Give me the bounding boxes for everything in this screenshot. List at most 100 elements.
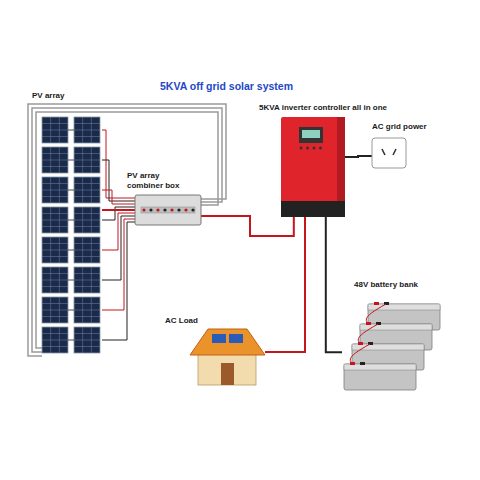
panel-grid (74, 303, 100, 304)
panel-grid (42, 303, 68, 304)
panel-grid (74, 340, 100, 341)
panel-grid (74, 250, 100, 251)
house-door (221, 363, 234, 385)
power-cable (102, 209, 135, 211)
solar-panel (42, 117, 68, 143)
solar-panel (42, 177, 68, 203)
outlet-slot (382, 149, 385, 155)
combiner-housing (135, 195, 201, 225)
terminal-dot (191, 208, 194, 211)
node-label: PV array combiner box (127, 171, 189, 190)
panel-link (68, 160, 74, 161)
panel-grid (74, 226, 100, 227)
panel-grid (74, 346, 100, 347)
shape-illustration (190, 325, 265, 385)
panel-link (68, 340, 74, 341)
solar-panel (42, 237, 68, 263)
battery-link (366, 304, 386, 323)
panel-grid (74, 213, 100, 214)
panel-grid (42, 273, 68, 274)
panel-link (68, 130, 74, 131)
panel-grid (42, 153, 68, 154)
panel-grid (42, 286, 68, 287)
panel-grid (42, 340, 68, 341)
panel-grid (42, 123, 68, 124)
inverter-button (319, 147, 322, 150)
display-screen (302, 130, 320, 138)
panel-grid (74, 316, 100, 317)
terminal-dot (156, 208, 159, 211)
panel-link (68, 190, 74, 191)
battery-bank: 48V battery bank (342, 300, 442, 395)
solar-panel (42, 267, 68, 293)
outlet-slot (393, 149, 396, 155)
outlet-plate (372, 138, 406, 168)
panel-grid (42, 346, 68, 347)
power-cable (265, 217, 305, 352)
house-wall (198, 351, 256, 385)
battery-terminal (374, 302, 379, 305)
node-label: PV array (32, 91, 64, 101)
panel-link (68, 280, 74, 281)
panel-grid (74, 256, 100, 257)
roof-panel (212, 334, 226, 343)
pv-array: PV array (40, 115, 102, 355)
combiner-rail (141, 207, 195, 213)
battery-terminal (360, 362, 365, 365)
panel-grid (42, 243, 68, 244)
solar-panel (74, 177, 100, 203)
solar-panel (74, 267, 100, 293)
panel-grid (74, 183, 100, 184)
panel-link (68, 220, 74, 221)
solar-panel (42, 297, 68, 323)
shape-illustration (342, 300, 442, 395)
solar-panel (74, 327, 100, 353)
inverter-display (299, 127, 323, 143)
panel-grid (42, 183, 68, 184)
panel-grid (74, 190, 100, 191)
panel-link (68, 250, 74, 251)
terminal-dot (142, 208, 145, 211)
node-label: AC grid power (372, 122, 427, 132)
solar-panel (74, 297, 100, 323)
node-label: 5KVA inverter controller all in one (259, 103, 387, 113)
load-house: AC Load (190, 325, 265, 385)
panel-grid (42, 256, 68, 257)
solar-panel (42, 147, 68, 173)
string-wires (102, 130, 135, 340)
panel-grid (42, 310, 68, 311)
string-wire (102, 190, 135, 204)
inverter-base (281, 201, 345, 217)
battery-link (358, 324, 378, 343)
panel-grid (42, 130, 68, 131)
inverter-side (337, 117, 345, 203)
terminal-dot (184, 208, 187, 211)
panel-grid (74, 243, 100, 244)
string-wire (102, 160, 135, 201)
panel-grid (42, 280, 68, 281)
panel-grid (74, 153, 100, 154)
panel-grid (42, 136, 68, 137)
solar-panel (74, 207, 100, 233)
solar-panel (42, 327, 68, 353)
inverter-body (281, 117, 345, 203)
terminal-dot (177, 208, 180, 211)
power-cable (201, 216, 294, 236)
panel-grid (74, 166, 100, 167)
shape-illustration (135, 195, 201, 225)
terminal-dot (149, 208, 152, 211)
panel-grid (74, 333, 100, 334)
inverter-button (300, 147, 303, 150)
battery-body (344, 364, 416, 390)
terminal-dot (163, 208, 166, 211)
panel-grid (74, 160, 100, 161)
panel-grid (42, 226, 68, 227)
panel-grid (74, 280, 100, 281)
grid-outlet: AC grid power (372, 138, 406, 168)
combiner-box: PV array combiner box (135, 195, 201, 225)
panel-grid (74, 130, 100, 131)
